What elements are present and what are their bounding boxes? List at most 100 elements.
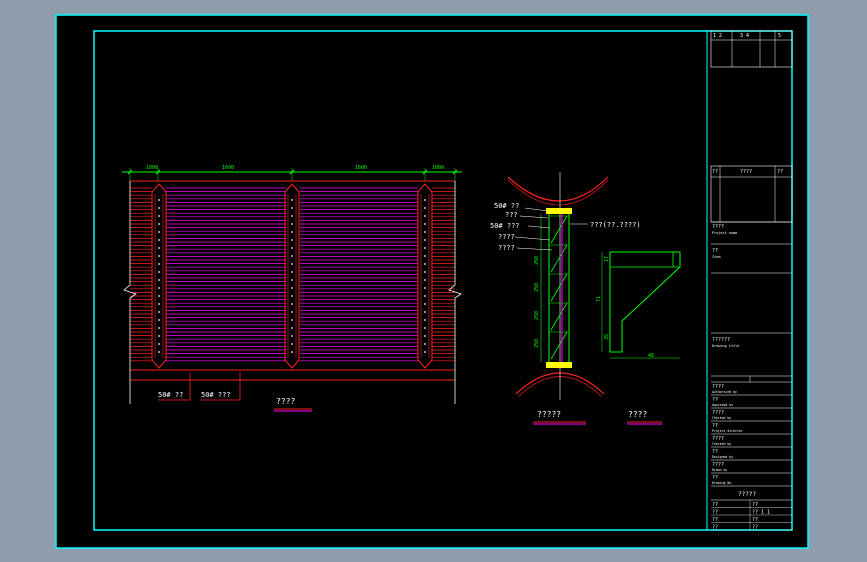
- tb-bottom-val-0: ??: [752, 502, 758, 508]
- plan-post-bolt-0-18: [158, 343, 160, 345]
- plan-posts: [151, 183, 433, 369]
- plan-caption: ????: [276, 397, 295, 406]
- plan-post-bolt-1-13: [291, 303, 293, 305]
- plan-post-bolt-2-10: [424, 279, 426, 281]
- plan-post-bolt-1-12: [291, 295, 293, 297]
- plan-callout-leader-1: [158, 372, 191, 401]
- tb-item-label: ??: [712, 248, 718, 254]
- plan-post-bolt-2-16: [424, 327, 426, 329]
- plan-post-bolt-1-0: [291, 199, 293, 201]
- plan-post-bolt-0-1: [158, 207, 160, 209]
- plan-callout-2: 50# ???: [201, 391, 231, 399]
- plan-post-bolt-2-14: [424, 311, 426, 313]
- tb-bottom-val-2: ??: [752, 517, 758, 523]
- plan-post-bolt-2-7: [424, 255, 426, 257]
- tb-drawing-name: ?????: [738, 491, 756, 498]
- plan-post-bolt-0-0: [158, 199, 160, 201]
- tb-role-en-6: Drawn by: [712, 468, 727, 472]
- plan-post-bolt-0-15: [158, 319, 160, 321]
- plan-post-bolt-0-5: [158, 239, 160, 241]
- plan-post-bolt-2-12: [424, 295, 426, 297]
- plan-post-2: [417, 183, 433, 369]
- plan-post-bolt-1-4: [291, 231, 293, 233]
- plan-post-bolt-1-3: [291, 223, 293, 225]
- tb-role-cn-0: ????: [712, 384, 724, 390]
- plan-post-bolt-1-2: [291, 215, 293, 217]
- tb-role-en-0: Authorized by: [712, 390, 737, 394]
- plan-post-bolt-1-9: [291, 271, 293, 273]
- plan-post-bolt-0-2: [158, 215, 160, 217]
- plan-post-bolt-0-8: [158, 263, 160, 265]
- tb-role-cn-5: ??: [712, 449, 718, 455]
- detail-outline: [609, 251, 681, 353]
- plan-post-1: [284, 183, 300, 369]
- plan-post-bolt-1-7: [291, 255, 293, 257]
- section-callout-leaders: [514, 207, 588, 251]
- section-diagonal-1: [550, 244, 568, 273]
- plan-post-bolt-1-5: [291, 239, 293, 241]
- section-dim-4: 250: [534, 339, 540, 348]
- plan-post-bolt-0-10: [158, 279, 160, 281]
- tb-bottom-key-0: ??: [712, 502, 718, 508]
- plan-post-0: [151, 183, 167, 369]
- plan-post-bolt-2-18: [424, 343, 426, 345]
- plan-post-bolt-0-9: [158, 271, 160, 273]
- tb-rev-h2: ????: [740, 169, 752, 175]
- tb-rev-h1: ??: [712, 169, 718, 175]
- tb-project-sub: Project name: [712, 231, 737, 235]
- tb-role-en-3: Project director: [712, 429, 743, 433]
- plan-post-bolt-1-10: [291, 279, 293, 281]
- tb-role-en-4: Checked by: [712, 442, 731, 446]
- inner-frame: [93, 30, 793, 531]
- title-block: 1 2 3 4 5 ?? ???? ?? ???? Project name ?…: [710, 30, 793, 531]
- plan-post-bolt-1-18: [291, 343, 293, 345]
- plan-post-bolt-1-14: [291, 311, 293, 313]
- tb-role-cn-4: ????: [712, 436, 724, 442]
- tb-rev-h3: ??: [777, 169, 783, 175]
- tb-bottom-key-1: ??: [712, 510, 718, 516]
- plan-post-bolt-0-7: [158, 255, 160, 257]
- plan-post-bolt-2-8: [424, 263, 426, 265]
- plan-callout-1: 50# ??: [158, 391, 183, 399]
- plan-post-bolt-2-13: [424, 303, 426, 305]
- section-right-callout: ???(??.????): [590, 221, 641, 229]
- section-dim-2: 250: [534, 283, 540, 292]
- plan-callout-leader-2: [200, 372, 241, 401]
- plan-post-bolt-0-11: [158, 287, 160, 289]
- section-callout-3: 50# ???: [490, 222, 520, 230]
- plan-post-bolt-1-11: [291, 287, 293, 289]
- detail-dim-1: 17: [604, 256, 610, 262]
- section-dim-1: 250: [534, 256, 540, 265]
- tb-role-cn-3: ??: [712, 423, 718, 429]
- plan-post-bolt-2-0: [424, 199, 426, 201]
- detail-dim-3: 35: [604, 334, 610, 340]
- plan-post-bolt-2-3: [424, 223, 426, 225]
- plan-post-bolt-2-6: [424, 247, 426, 249]
- plan-dim-3: 1600: [355, 165, 367, 171]
- tb-item-sub: Item: [712, 255, 720, 259]
- plan-post-bolt-0-4: [158, 231, 160, 233]
- tb-bottom-val-1: ?? 1 1: [752, 510, 770, 516]
- tb-bottom-key-3: ??: [712, 525, 718, 531]
- tb-role-en-5: Designed by: [712, 455, 733, 459]
- section-top-plate: [546, 208, 572, 214]
- detail-dim-2: 71: [596, 296, 602, 302]
- section-diagonal-0: [550, 215, 568, 244]
- tb-bottom-rows: ???????? 1 1????????: [711, 500, 792, 531]
- plan-post-bolt-0-17: [158, 335, 160, 337]
- section-callout-5: ????: [498, 244, 515, 252]
- plan-post-bolt-2-15: [424, 319, 426, 321]
- tb-role-en-1: Approved by: [712, 403, 733, 407]
- section-callout-1: 50# ??: [494, 202, 519, 210]
- tb-role-en-2: Checked by: [712, 416, 731, 420]
- plan-dim-1: 1000: [146, 165, 158, 171]
- section-view: 250 250 250 250 50# ?? ??? 50# ??? ???? …: [490, 172, 641, 425]
- tb-drawing-label: ??????: [712, 337, 730, 343]
- section-diagonal-3: [550, 302, 568, 331]
- tb-roles: ????Authorized by??Approved by????Checke…: [711, 384, 792, 487]
- plan-post-bolt-1-6: [291, 247, 293, 249]
- tb-top-cell-3: 5: [778, 33, 781, 39]
- plan-post-bolt-2-17: [424, 335, 426, 337]
- plan-post-bolt-2-9: [424, 271, 426, 273]
